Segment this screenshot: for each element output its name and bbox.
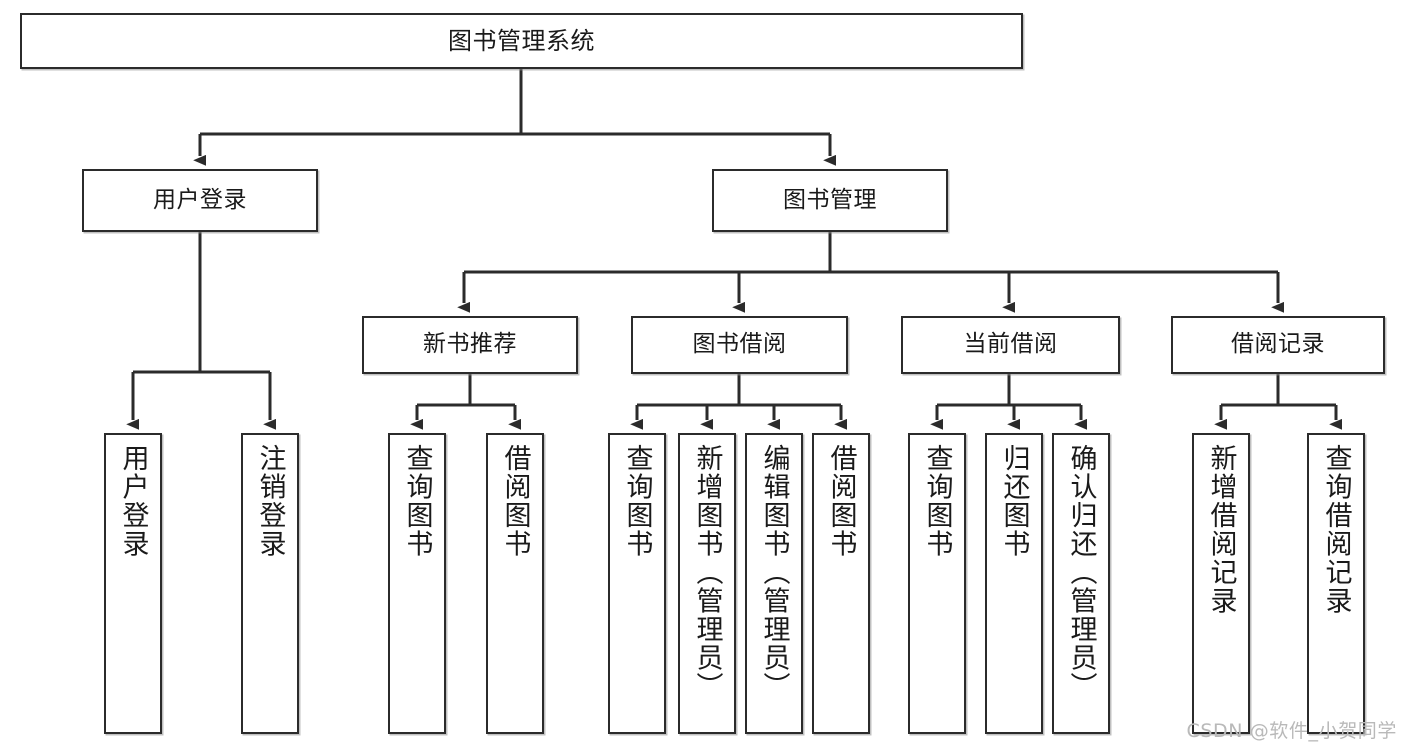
node-label: 新增图书（管理员） <box>691 444 723 701</box>
node-leaf-query-book[interactable]: 查询图书 <box>608 433 666 734</box>
node-leaf-borrow-book[interactable]: 借阅图书 <box>812 433 870 734</box>
node-leaf-borrow-book-rec[interactable]: 借阅图书 <box>486 433 544 734</box>
node-label: 归还图书 <box>998 444 1030 558</box>
node-label: 查询图书 <box>401 444 433 558</box>
node-leaf-edit-book[interactable]: 编辑图书（管理员） <box>745 433 803 734</box>
node-label: 新书推荐 <box>423 331 517 358</box>
node-label: 当前借阅 <box>963 331 1058 358</box>
node-leaf-add-record[interactable]: 新增借阅记录 <box>1192 433 1250 734</box>
node-leaf-return-book[interactable]: 归还图书 <box>985 433 1043 734</box>
node-label: 用户登录 <box>117 444 149 558</box>
node-label: 图书管理 <box>783 186 877 213</box>
node-label: 确认归还（管理员） <box>1065 444 1097 701</box>
node-label: 查询图书 <box>921 444 953 558</box>
node-label: 图书管理系统 <box>448 26 595 55</box>
node-label: 图书借阅 <box>692 331 787 358</box>
node-leaf-logout[interactable]: 注销登录 <box>241 433 299 734</box>
node-label: 借阅图书 <box>499 444 531 558</box>
node-user-login[interactable]: 用户登录 <box>82 169 318 232</box>
node-label: 借阅图书 <box>825 444 857 558</box>
node-book-borrow[interactable]: 图书借阅 <box>631 316 848 374</box>
node-label: 用户登录 <box>153 186 247 213</box>
node-leaf-add-book[interactable]: 新增图书（管理员） <box>678 433 736 734</box>
node-leaf-query-book-cur[interactable]: 查询图书 <box>908 433 966 734</box>
node-label: 借阅记录 <box>1231 331 1325 358</box>
node-leaf-query-book-rec[interactable]: 查询图书 <box>388 433 446 734</box>
node-leaf-confirm-return[interactable]: 确认归还（管理员） <box>1052 433 1110 734</box>
node-label: 新增借阅记录 <box>1205 444 1237 615</box>
node-leaf-user-login[interactable]: 用户登录 <box>104 433 162 734</box>
node-leaf-query-record[interactable]: 查询借阅记录 <box>1307 433 1365 734</box>
node-current-borrow[interactable]: 当前借阅 <box>901 316 1120 374</box>
node-borrow-record[interactable]: 借阅记录 <box>1171 316 1385 374</box>
node-book-manage[interactable]: 图书管理 <box>712 169 948 232</box>
node-label: 编辑图书（管理员） <box>758 444 790 701</box>
node-label: 查询借阅记录 <box>1320 444 1352 615</box>
node-root[interactable]: 图书管理系统 <box>20 13 1023 69</box>
node-new-book-recommend[interactable]: 新书推荐 <box>362 316 578 374</box>
node-label: 查询图书 <box>621 444 653 558</box>
node-label: 注销登录 <box>254 444 286 558</box>
